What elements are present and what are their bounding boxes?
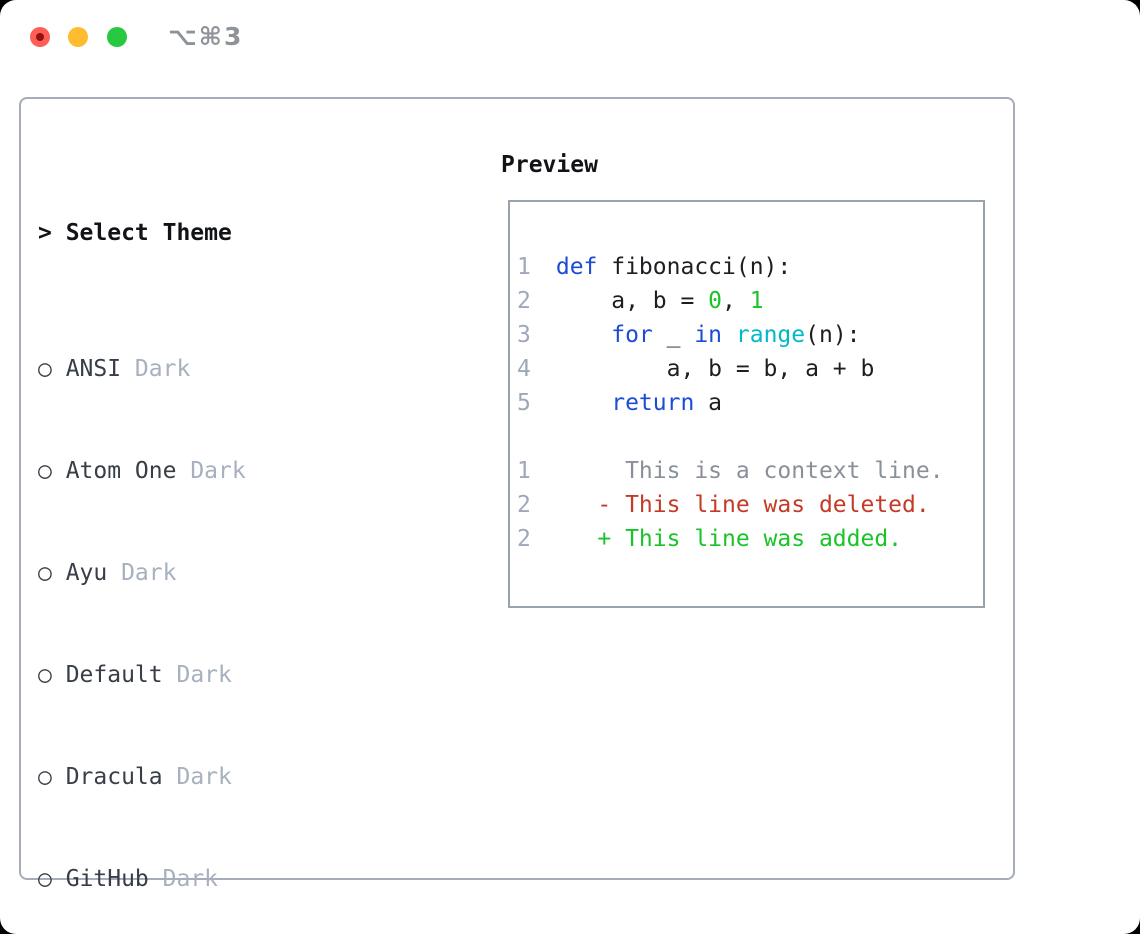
- diff-added-line: 2 + This line was added.: [517, 522, 983, 556]
- close-button-icon[interactable]: [30, 27, 50, 47]
- diff-text: This is a context line.: [555, 458, 944, 484]
- theme-option-ansi-dark[interactable]: ○ ANSI Dark: [38, 352, 426, 386]
- theme-option-ayu-dark[interactable]: ○ Ayu Dark: [38, 556, 426, 590]
- theme-variant-badge: Dark: [121, 560, 177, 586]
- theme-option-default-dark[interactable]: ○ Default Dark: [38, 658, 426, 692]
- theme-variant-badge: Dark: [190, 458, 246, 484]
- radio-icon: ○: [38, 356, 52, 382]
- prompt-icon: >: [38, 220, 52, 246]
- code-line: 2 a, b = 0, 1: [517, 284, 983, 318]
- theme-name: GitHub: [65, 866, 149, 892]
- radio-icon: ○: [38, 560, 52, 586]
- diff-text: - This line was deleted.: [555, 492, 930, 518]
- theme-name: Dracula: [65, 764, 163, 790]
- code-line: 3 for _ in range(n):: [517, 318, 983, 352]
- line-number: 1: [517, 458, 531, 484]
- theme-variant-badge: Dark: [176, 662, 232, 688]
- theme-name: Atom One: [65, 458, 177, 484]
- line-number: 2: [517, 492, 531, 518]
- line-number: 4: [517, 356, 531, 382]
- code-text: a, b = b, a + b: [555, 356, 875, 382]
- code-text: return a: [611, 390, 723, 416]
- radio-icon: ○: [38, 764, 52, 790]
- line-number: 1: [517, 254, 531, 280]
- zoom-button-icon[interactable]: [107, 27, 127, 47]
- theme-name: Default: [65, 662, 163, 688]
- code-text: for _ in range(n):: [611, 322, 861, 348]
- preview-pane: 1 def fibonacci(n): 2 a, b = 0, 1 3 for _…: [508, 200, 985, 608]
- diff-deleted-line: 2 - This line was deleted.: [517, 488, 983, 522]
- window-shortcut-label: ⌥⌘3: [168, 22, 244, 51]
- theme-option-atom-one[interactable]: ○ Atom One Dark: [38, 454, 426, 488]
- diff-text: + This line was added.: [555, 526, 903, 552]
- theme-option-dracula[interactable]: ○ Dracula Dark: [38, 760, 426, 794]
- theme-list-title-row: > Select Theme: [38, 216, 426, 250]
- code-text: def fibonacci(n):: [555, 254, 792, 280]
- radio-icon: ○: [38, 458, 52, 484]
- theme-option-github-dark[interactable]: ○ GitHub Dark: [38, 862, 426, 896]
- preview-title: Preview: [501, 152, 598, 178]
- code-line: 5 return a: [517, 386, 983, 420]
- theme-name: ANSI: [65, 356, 122, 382]
- diff-context-line: 1 This is a context line.: [517, 454, 983, 488]
- code-line: 4 a, b = b, a + b: [517, 352, 983, 386]
- code-text: a, b = 0, 1: [555, 288, 764, 314]
- theme-variant-badge: Dark: [176, 764, 232, 790]
- line-number: 5: [517, 390, 531, 416]
- title-bar: ⌥⌘3: [0, 0, 1140, 70]
- theme-name: Ayu: [65, 560, 108, 586]
- code-line: 1 def fibonacci(n):: [517, 250, 983, 284]
- line-number: 3: [517, 322, 531, 348]
- line-number: 2: [517, 526, 531, 552]
- radio-icon: ○: [38, 866, 52, 892]
- radio-icon: ○: [38, 662, 52, 688]
- theme-variant-badge: Dark: [162, 866, 219, 892]
- theme-variant-badge: Dark: [134, 356, 191, 382]
- minimize-button-icon[interactable]: [68, 27, 88, 47]
- line-number: 2: [517, 288, 531, 314]
- theme-list-title: Select Theme: [65, 220, 232, 246]
